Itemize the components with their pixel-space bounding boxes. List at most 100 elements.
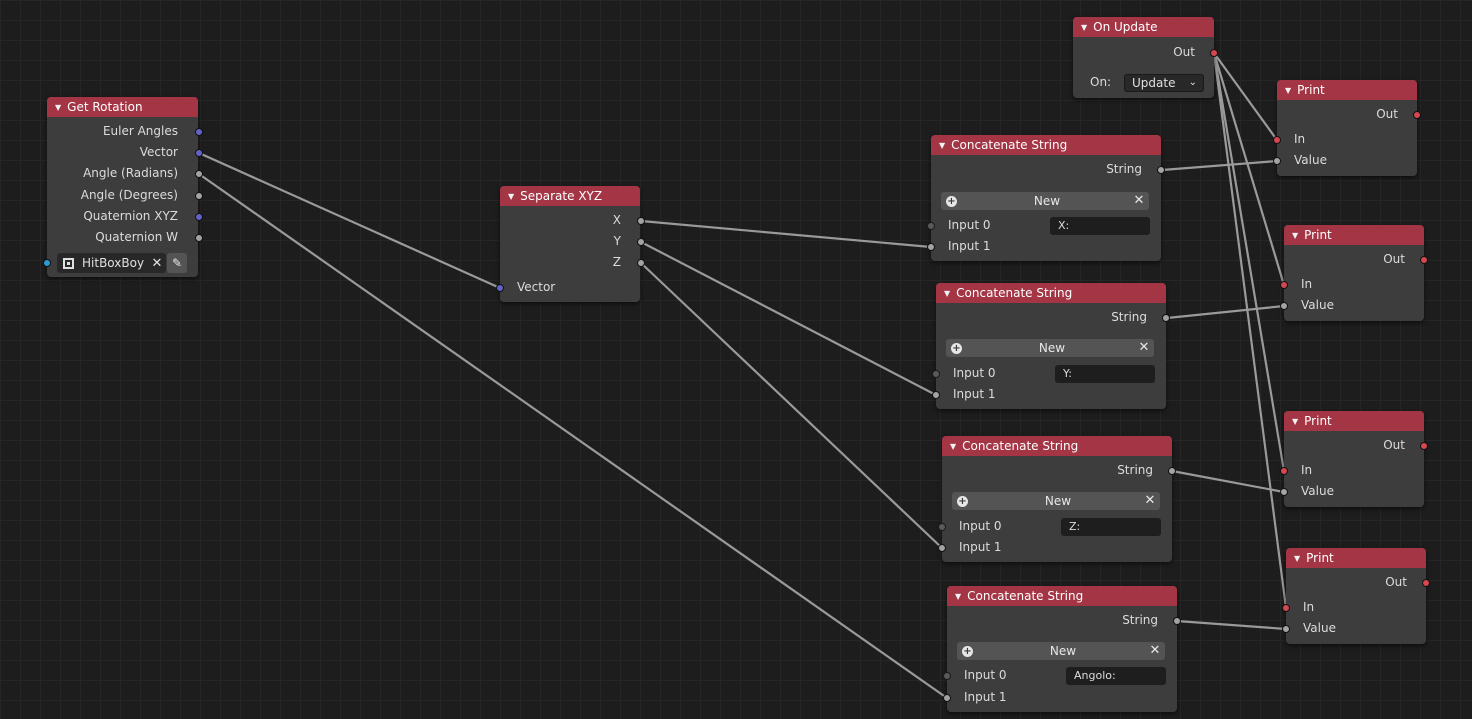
triangle-down-icon[interactable]: ▼ xyxy=(950,441,957,451)
new-input-button[interactable]: +New xyxy=(957,642,1153,660)
socket-angle-degrees[interactable] xyxy=(195,192,203,200)
socket-z[interactable] xyxy=(637,259,645,267)
output-out: Out xyxy=(1385,575,1407,589)
node-link[interactable] xyxy=(1212,51,1279,142)
concatenate-string-node[interactable]: ▼Concatenate String String +New ✕ Input … xyxy=(936,283,1166,409)
node-link[interactable] xyxy=(639,261,944,550)
socket-in[interactable] xyxy=(1282,604,1290,612)
triangle-down-icon[interactable]: ▼ xyxy=(1294,553,1301,563)
output-z: Z xyxy=(612,255,621,269)
socket-object[interactable] xyxy=(43,259,51,267)
socket-y[interactable] xyxy=(637,238,645,246)
close-icon[interactable]: ✕ xyxy=(1145,642,1165,660)
new-input-button[interactable]: +New xyxy=(941,192,1137,210)
node-link[interactable] xyxy=(1165,304,1286,320)
socket-in[interactable] xyxy=(1280,467,1288,475)
eyedropper-icon[interactable]: ✎ xyxy=(167,253,187,273)
socket-string[interactable] xyxy=(1173,617,1181,625)
new-input-button[interactable]: +New xyxy=(946,339,1142,357)
triangle-down-icon[interactable]: ▼ xyxy=(508,191,515,201)
node-header[interactable]: ▼Concatenate String xyxy=(947,586,1177,606)
input-0-field[interactable]: Z: xyxy=(1061,518,1161,536)
concatenate-string-node[interactable]: ▼Concatenate String String +New ✕ Input … xyxy=(947,586,1177,712)
triangle-down-icon[interactable]: ▼ xyxy=(55,102,62,112)
socket-out[interactable] xyxy=(1420,442,1428,450)
socket-input-0[interactable] xyxy=(932,370,940,378)
on-event-dropdown[interactable]: Update ⌄ xyxy=(1124,74,1204,92)
socket-input-1[interactable] xyxy=(943,694,951,702)
close-icon[interactable]: ✕ xyxy=(1134,339,1154,357)
node-header[interactable]: ▼Print xyxy=(1277,80,1417,100)
triangle-down-icon[interactable]: ▼ xyxy=(939,140,946,150)
socket-vector[interactable] xyxy=(195,149,203,157)
socket-out[interactable] xyxy=(1210,49,1218,57)
separate-xyz-node[interactable]: ▼Separate XYZ X Y Z Vector xyxy=(500,186,640,302)
node-link[interactable] xyxy=(197,151,502,290)
socket-out[interactable] xyxy=(1413,111,1421,119)
triangle-down-icon[interactable]: ▼ xyxy=(1292,230,1299,240)
concatenate-string-node[interactable]: ▼Concatenate String String +New ✕ Input … xyxy=(942,436,1172,562)
socket-out[interactable] xyxy=(1420,256,1428,264)
node-header[interactable]: ▼Print xyxy=(1284,225,1424,245)
socket-vector-in[interactable] xyxy=(496,284,504,292)
socket-value[interactable] xyxy=(1273,157,1281,165)
socket-input-0[interactable] xyxy=(943,672,951,680)
socket-input-0[interactable] xyxy=(938,523,946,531)
input-0-field[interactable]: Y: xyxy=(1055,365,1155,383)
socket-input-1[interactable] xyxy=(932,391,940,399)
node-header[interactable]: ▼Concatenate String xyxy=(931,135,1161,155)
object-field[interactable]: HitBoxBoy ✕ xyxy=(57,253,166,273)
socket-x[interactable] xyxy=(637,217,645,225)
node-header[interactable]: ▼Concatenate String xyxy=(936,283,1166,303)
close-icon[interactable]: ✕ xyxy=(151,255,163,271)
node-link[interactable] xyxy=(1175,619,1288,631)
triangle-down-icon[interactable]: ▼ xyxy=(1285,85,1292,95)
new-input-button[interactable]: +New xyxy=(952,492,1148,510)
plus-circle-icon: + xyxy=(946,195,957,207)
input-0-field[interactable]: Angolo: xyxy=(1066,667,1166,685)
socket-string[interactable] xyxy=(1162,314,1170,322)
socket-in[interactable] xyxy=(1273,136,1281,144)
node-link[interactable] xyxy=(639,219,933,249)
socket-euler-angles[interactable] xyxy=(195,128,203,136)
node-header[interactable]: ▼Separate XYZ xyxy=(500,186,640,206)
socket-input-1[interactable] xyxy=(938,544,946,552)
socket-angle-radians[interactable] xyxy=(195,170,203,178)
node-header[interactable]: ▼Print xyxy=(1286,548,1426,568)
node-header[interactable]: ▼Concatenate String xyxy=(942,436,1172,456)
node-link[interactable] xyxy=(639,240,938,397)
print-node[interactable]: ▼Print Out In Value xyxy=(1284,411,1424,507)
triangle-down-icon[interactable]: ▼ xyxy=(1081,22,1088,32)
print-node[interactable]: ▼Print Out In Value xyxy=(1286,548,1426,644)
node-link[interactable] xyxy=(1160,159,1279,172)
socket-input-1[interactable] xyxy=(927,243,935,251)
triangle-down-icon[interactable]: ▼ xyxy=(1292,416,1299,426)
socket-value[interactable] xyxy=(1280,488,1288,496)
concatenate-string-node[interactable]: ▼Concatenate String String +New ✕ Input … xyxy=(931,135,1161,261)
socket-input-0[interactable] xyxy=(927,222,935,230)
print-node[interactable]: ▼Print Out In Value xyxy=(1284,225,1424,321)
node-header[interactable]: ▼Get Rotation xyxy=(47,97,198,117)
triangle-down-icon[interactable]: ▼ xyxy=(944,288,951,298)
input-0-field[interactable]: X: xyxy=(1050,217,1150,235)
socket-value[interactable] xyxy=(1282,625,1290,633)
socket-string[interactable] xyxy=(1157,166,1165,174)
socket-value[interactable] xyxy=(1280,302,1288,310)
close-icon[interactable]: ✕ xyxy=(1140,492,1160,510)
close-icon[interactable]: ✕ xyxy=(1129,192,1149,210)
get-rotation-node[interactable]: ▼Get Rotation Euler Angles Vector Angle … xyxy=(47,97,198,277)
node-header[interactable]: ▼On Update xyxy=(1073,17,1214,37)
node-link[interactable] xyxy=(1212,51,1286,287)
node-link[interactable] xyxy=(1170,469,1286,494)
socket-in[interactable] xyxy=(1280,281,1288,289)
socket-quaternion-w[interactable] xyxy=(195,234,203,242)
input-0-label: Input 0 xyxy=(964,668,1007,682)
node-link[interactable] xyxy=(1212,51,1286,473)
on-update-node[interactable]: ▼On Update Out On: Update ⌄ xyxy=(1073,17,1214,98)
node-header[interactable]: ▼Print xyxy=(1284,411,1424,431)
socket-quaternion-xyz[interactable] xyxy=(195,213,203,221)
socket-string[interactable] xyxy=(1168,467,1176,475)
print-node[interactable]: ▼Print Out In Value xyxy=(1277,80,1417,176)
triangle-down-icon[interactable]: ▼ xyxy=(955,591,962,601)
socket-out[interactable] xyxy=(1422,579,1430,587)
